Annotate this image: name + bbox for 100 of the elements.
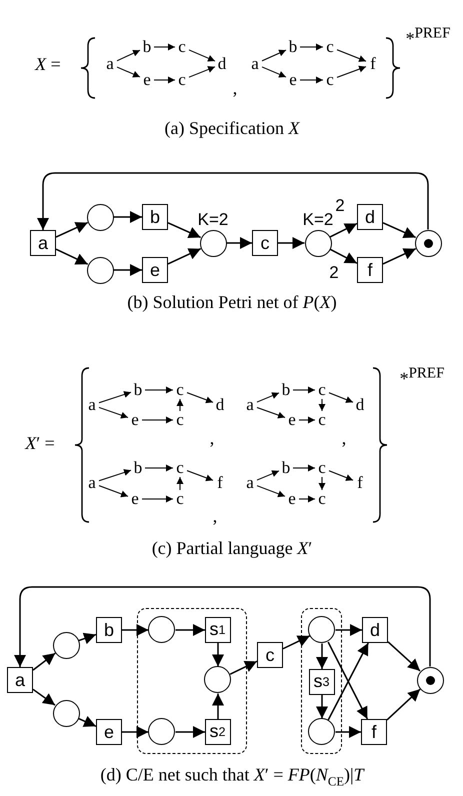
event-letter: c: [316, 460, 328, 476]
order-arrow: [256, 407, 286, 418]
event-letter: c: [174, 491, 186, 507]
capacity-label: K=2: [198, 210, 228, 230]
event-letter: c: [324, 39, 336, 55]
event-letter: d: [214, 397, 226, 413]
transition-box: e: [142, 257, 168, 283]
event-letter: d: [216, 56, 228, 72]
math-text: ,: [212, 506, 218, 526]
event-letter: c: [174, 382, 186, 398]
event-letter: f: [354, 475, 366, 491]
dashed-region: [137, 608, 247, 754]
event-letter: a: [86, 397, 98, 413]
order-arrow: [256, 392, 280, 403]
arc-arrow: [212, 643, 224, 666]
arc-arrow: [336, 726, 361, 738]
math-text: ,: [232, 78, 238, 98]
event-letter: c: [316, 382, 328, 398]
place-circle: [304, 230, 332, 256]
figure-caption: (b) Solution Petri net of P(X): [127, 292, 337, 312]
order-arrow: [98, 391, 132, 404]
place-circle: [148, 616, 175, 643]
event-letter: a: [244, 475, 256, 491]
arc-arrow: [386, 688, 421, 720]
arc-arrow: [212, 694, 224, 719]
arc-arrow: [37, 172, 429, 230]
arc-arrow: [168, 248, 202, 265]
order-arrow: [336, 49, 366, 62]
order-arrow: [116, 50, 140, 62]
order-arrow: [188, 66, 216, 78]
place-circle: [416, 666, 444, 694]
math-text: *$^{PREF}$: [406, 24, 450, 48]
order-arrow: [116, 66, 140, 78]
arc-arrow: [78, 632, 96, 644]
arc-arrow: [382, 248, 416, 265]
math-text: X =: [35, 54, 61, 74]
arc-arrow: [382, 222, 416, 238]
place-circle: [204, 666, 231, 693]
event-letter: c: [324, 72, 336, 88]
place-circle: [308, 616, 335, 643]
event-letter: a: [244, 397, 256, 413]
figure-caption: (c) Partial language X′: [152, 538, 312, 558]
order-arrow: [144, 386, 174, 394]
transition-box: d: [362, 617, 388, 643]
arc-arrow: [114, 211, 142, 223]
math-text: ,: [210, 428, 214, 448]
order-arrow: [142, 416, 174, 424]
arc-arrow: [316, 695, 328, 718]
event-letter: a: [104, 56, 116, 72]
arc-arrow: [316, 644, 328, 669]
order-arrow: [186, 392, 214, 404]
transition-box: a: [30, 230, 56, 256]
event-letter: e: [286, 412, 298, 428]
event-letter: a: [86, 475, 98, 491]
arc-arrow: [114, 264, 142, 276]
transition-box: f: [361, 719, 387, 745]
event-letter: c: [176, 72, 188, 88]
arc-weight: 2: [335, 196, 345, 216]
arc-arrow: [176, 624, 205, 636]
place-circle: [148, 718, 175, 745]
order-arrow: [262, 50, 286, 62]
order-arrow: [318, 476, 326, 490]
math-text: ,: [342, 428, 346, 448]
place-circle: [86, 204, 114, 230]
transition-box: a: [7, 667, 33, 693]
arc-arrow: [122, 726, 148, 738]
arc-arrow: [176, 726, 205, 738]
event-letter: b: [141, 39, 153, 55]
event-letter: c: [174, 412, 186, 428]
transition-box: c: [257, 642, 283, 668]
arc-arrow: [168, 222, 201, 238]
transition-box: e: [96, 719, 122, 745]
transition-box: d: [357, 204, 383, 230]
math-text: *$^{PREF}$: [400, 364, 444, 388]
arc-arrow: [230, 660, 258, 675]
transition-box: f: [357, 257, 383, 283]
order-arrow: [154, 76, 176, 84]
arc-arrow: [32, 688, 56, 706]
place-circle: [86, 256, 114, 284]
order-arrow: [336, 66, 366, 78]
order-arrow: [300, 76, 324, 84]
event-letter: e: [129, 412, 141, 428]
event-letter: b: [280, 460, 292, 476]
event-letter: b: [280, 382, 292, 398]
order-arrow: [142, 496, 174, 502]
event-letter: b: [132, 382, 144, 398]
arc-arrow: [330, 222, 358, 238]
transition-box: c: [252, 230, 278, 256]
event-letter: c: [316, 491, 328, 507]
event-letter: f: [367, 56, 379, 72]
order-arrow: [298, 496, 316, 502]
order-arrow: [262, 66, 286, 78]
dashed-region: [301, 608, 342, 754]
arc-weight: 2: [329, 263, 339, 283]
arc-arrow: [78, 716, 96, 727]
event-letter: e: [129, 491, 141, 507]
arc-arrow: [56, 248, 88, 265]
place-circle: [52, 700, 80, 726]
transition-box: b: [96, 617, 122, 643]
arc-arrow: [278, 237, 304, 249]
